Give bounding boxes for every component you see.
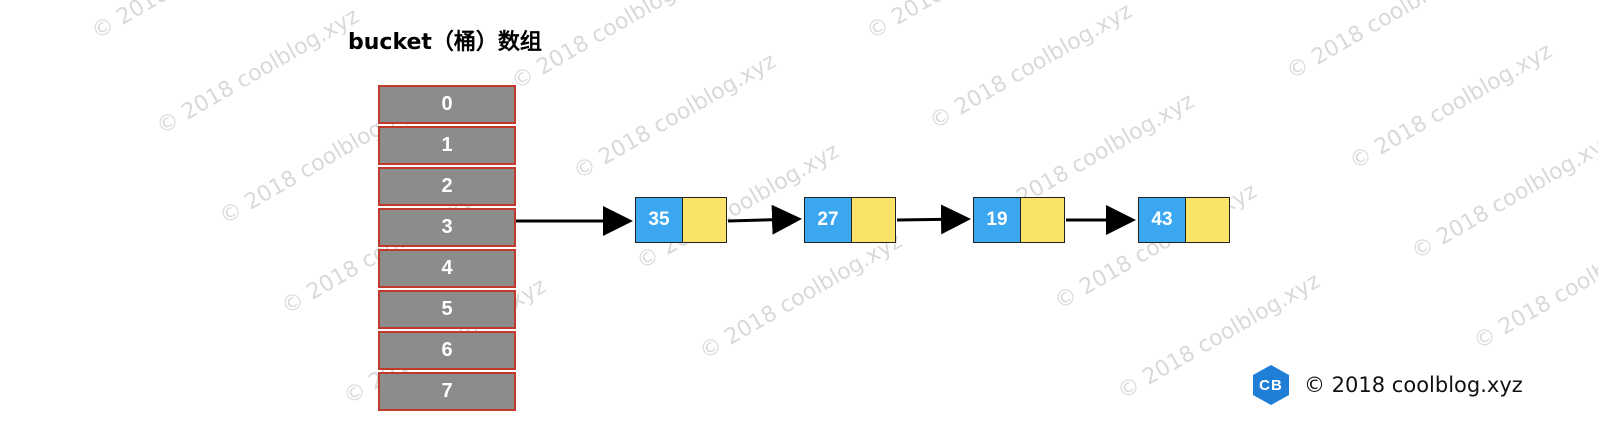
chain-node-3: 19 <box>973 197 1065 243</box>
diagram-title: bucket（桶）数组 <box>348 30 542 55</box>
copyright-text: © 2018 coolblog.xyz <box>1304 373 1523 397</box>
node-key: 35 <box>635 197 683 243</box>
coolblog-logo-icon: CB <box>1252 364 1290 406</box>
bucket-cell-5: 5 <box>378 290 516 329</box>
chain-node-4: 43 <box>1138 197 1230 243</box>
node-key: 43 <box>1138 197 1186 243</box>
bucket-cell-6: 6 <box>378 331 516 370</box>
bucket-cell-4: 4 <box>378 249 516 288</box>
brand-footer: CB © 2018 coolblog.xyz <box>1252 364 1523 406</box>
bucket-cell-2: 2 <box>378 167 516 206</box>
logo-text: CB <box>1259 376 1283 394</box>
arrow-node-1-to-node-2 <box>727 204 802 235</box>
bucket-cell-3: 3 <box>378 208 516 247</box>
node-next-pointer <box>852 197 896 243</box>
chain-node-2: 27 <box>804 197 896 243</box>
node-next-pointer <box>1186 197 1230 243</box>
bucket-cell-1: 1 <box>378 126 516 165</box>
bucket-cell-0: 0 <box>378 85 516 124</box>
chain-node-1: 35 <box>635 197 727 243</box>
bucket-array: 0 1 2 3 4 5 6 7 <box>378 85 516 413</box>
node-key: 27 <box>804 197 852 243</box>
node-next-pointer <box>1021 197 1065 243</box>
node-key: 19 <box>973 197 1021 243</box>
node-next-pointer <box>683 197 727 243</box>
arrow-node-2-to-node-3 <box>896 204 971 235</box>
bucket-cell-7: 7 <box>378 372 516 411</box>
